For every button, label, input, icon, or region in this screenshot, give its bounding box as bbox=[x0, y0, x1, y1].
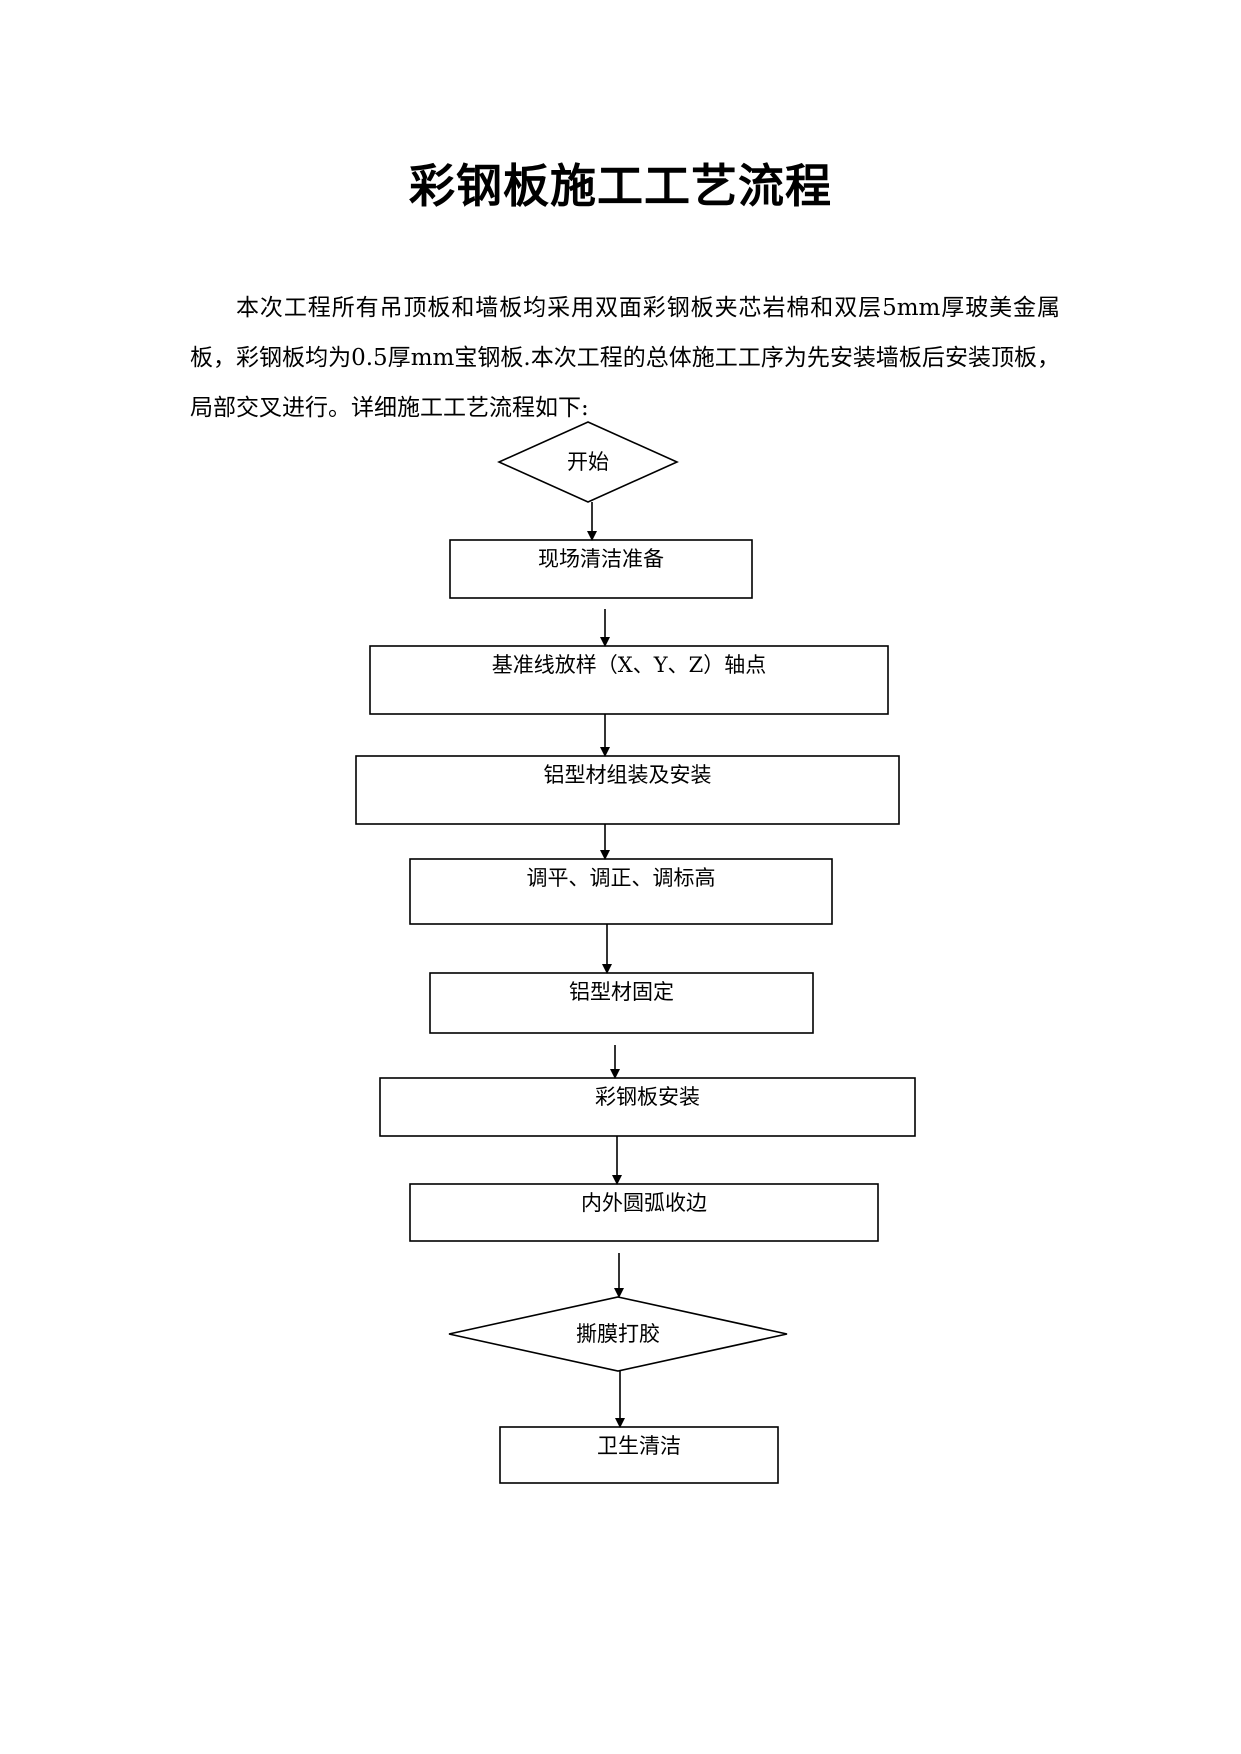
flow-step-4: 铝型材组装及安装 bbox=[355, 755, 900, 825]
flow-step-7: 彩钢板安装 bbox=[379, 1077, 916, 1137]
flow-step-9: 撕膜打胶 bbox=[448, 1296, 788, 1372]
flow-step-label: 开始 bbox=[567, 450, 609, 474]
flow-step-label: 撕膜打胶 bbox=[576, 1322, 660, 1346]
flow-step-label: 基准线放样（X、Y、Z）轴点 bbox=[492, 653, 766, 677]
flow-step-label: 彩钢板安装 bbox=[595, 1085, 700, 1109]
process-box bbox=[355, 755, 900, 825]
intro-paragraph: 本次工程所有吊顶板和墙板均采用双面彩钢板夹芯岩棉和双层5mm厚玻美金属板，彩钢板… bbox=[190, 295, 1060, 421]
process-box bbox=[449, 539, 753, 599]
process-box bbox=[369, 645, 889, 715]
flow-step-10: 卫生清洁 bbox=[499, 1426, 779, 1484]
flow-step-label: 现场清洁准备 bbox=[538, 547, 664, 571]
flow-step-label: 卫生清洁 bbox=[597, 1434, 681, 1458]
process-box bbox=[409, 858, 833, 925]
process-box bbox=[429, 972, 814, 1034]
flow-step-6: 铝型材固定 bbox=[429, 972, 814, 1034]
flow-step-1: 开始 bbox=[497, 421, 679, 503]
flow-step-label: 调平、调正、调标高 bbox=[527, 866, 716, 890]
flow-step-8: 内外圆弧收边 bbox=[409, 1183, 879, 1242]
flow-step-3: 基准线放样（X、Y、Z）轴点 bbox=[369, 645, 889, 715]
process-box bbox=[499, 1426, 779, 1484]
flow-step-label: 铝型材固定 bbox=[569, 980, 674, 1004]
flow-step-2: 现场清洁准备 bbox=[449, 539, 753, 599]
decision-diamond bbox=[497, 421, 679, 503]
document-title: 彩钢板施工工艺流程 bbox=[409, 159, 832, 213]
process-box bbox=[409, 1183, 879, 1242]
process-box bbox=[379, 1077, 916, 1137]
flow-step-5: 调平、调正、调标高 bbox=[409, 858, 833, 925]
flow-step-label: 铝型材组装及安装 bbox=[544, 763, 712, 787]
flow-step-label: 内外圆弧收边 bbox=[581, 1191, 707, 1215]
decision-diamond bbox=[448, 1296, 788, 1372]
